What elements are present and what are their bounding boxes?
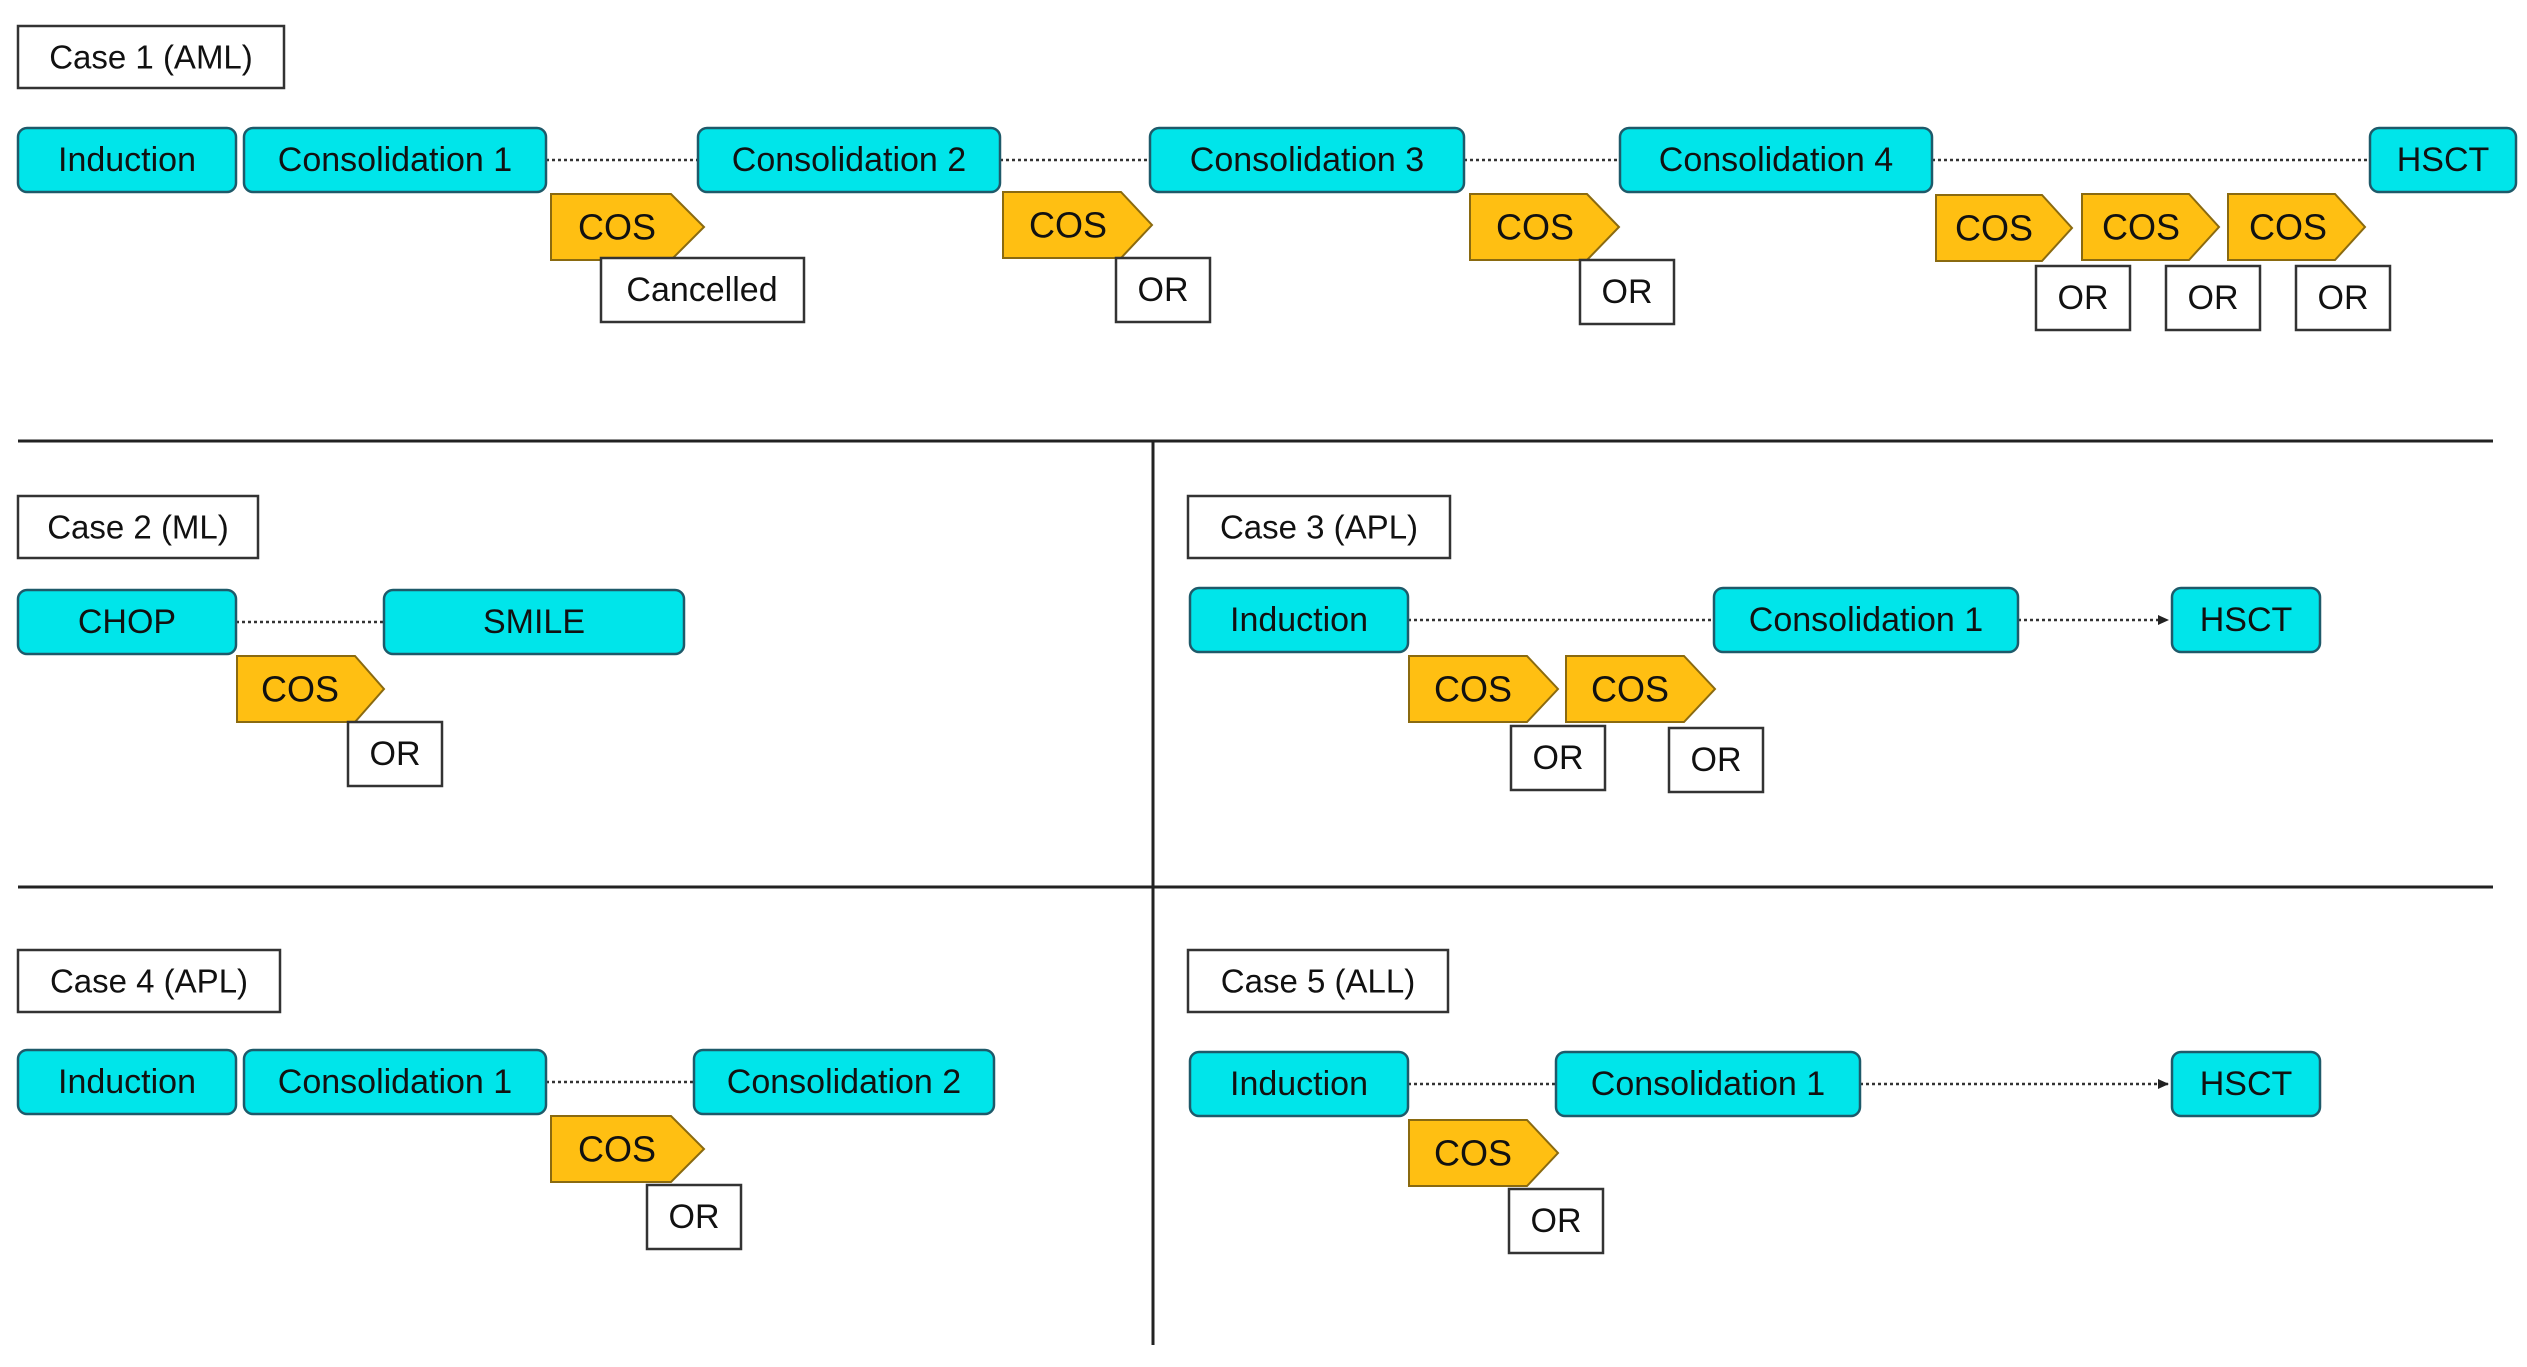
treatment-box-induction: Induction [16,126,238,194]
outcome-box: OR [2294,264,2392,332]
svg-text:COS: COS [1434,1133,1512,1174]
case-title-box [16,948,282,1014]
svg-text:OR: OR [2188,279,2239,317]
svg-text:COS: COS [1029,205,1107,246]
svg-text:HSCT: HSCT [2200,601,2293,639]
outcome-box: OR [1507,1187,1605,1255]
svg-text:Induction: Induction [58,1063,196,1101]
cos-marker: COS [1002,191,1154,259]
case-title-box [1186,948,1450,1014]
outcome-box: OR [346,720,444,788]
svg-text:Induction: Induction [1230,1065,1368,1103]
treatment-box-hsct: HSCT [2368,126,2518,194]
svg-text:HSCT: HSCT [2397,141,2490,179]
treatment-box-hsct: HSCT [2170,1050,2322,1118]
svg-text:COS: COS [1496,207,1574,248]
outcome-box: OR [1578,258,1676,326]
svg-text:COS: COS [2102,207,2180,248]
svg-text:OR: OR [1533,739,1584,777]
case-title: Case 1 (AML) [49,39,253,76]
case-title: Case 2 (ML) [47,509,229,546]
svg-text:OR: OR [370,735,421,773]
outcome-box: OR [645,1183,743,1251]
svg-text:COS: COS [578,1129,656,1170]
svg-text:Consolidation 1: Consolidation 1 [278,141,512,179]
svg-text:OR: OR [1602,273,1653,311]
svg-text:OR: OR [2318,279,2369,317]
svg-text:Consolidation 4: Consolidation 4 [1659,141,1893,179]
treatment-box-consolidation-1: Consolidation 1 [242,1048,548,1116]
svg-text:Consolidation 2: Consolidation 2 [732,141,966,179]
svg-text:OR: OR [1691,741,1742,779]
case-3-panel: Case 3 (APL) Induction Consolidation 1 H… [1186,494,2322,794]
case-title-box [16,494,260,560]
treatment-box-consolidation-1: Consolidation 1 [1712,586,2020,654]
treatment-box-induction: Induction [16,1048,238,1116]
treatment-box-consolidation-3: Consolidation 3 [1148,126,1466,194]
cos-marker: COS [550,193,706,261]
svg-text:OR: OR [669,1198,720,1236]
cos-marker: COS [1935,194,2074,262]
case-2-panel: Case 2 (ML) CHOP SMILE COS OR [16,494,686,788]
outcome-box: Cancelled [599,256,806,324]
outcome-box: OR [2164,264,2262,332]
case-title: Case 4 (APL) [50,963,248,1000]
case-title: Case 5 (ALL) [1221,963,1415,1000]
case-5-panel: Case 5 (ALL) Induction Consolidation 1 H… [1186,948,2322,1255]
treatment-box-consolidation-2: Consolidation 2 [692,1048,996,1116]
cos-marker: COS [236,655,386,723]
case-4-panel: Case 4 (APL) Induction Consolidation 1 C… [16,948,996,1251]
outcome-box: OR [1667,726,1765,794]
svg-text:COS: COS [1955,208,2033,249]
treatment-box-smile: SMILE [382,588,686,656]
svg-text:COS: COS [1434,669,1512,710]
treatment-box-hsct: HSCT [2170,586,2322,654]
outcome-box: OR [2034,264,2132,332]
svg-text:OR: OR [2058,279,2109,317]
svg-text:HSCT: HSCT [2200,1065,2293,1103]
svg-text:Consolidation 3: Consolidation 3 [1190,141,1424,179]
treatment-box-consolidation-1: Consolidation 1 [1554,1050,1862,1118]
svg-text:CHOP: CHOP [78,603,176,641]
cos-marker: COS [1408,655,1560,723]
cos-marker: COS [2227,193,2367,261]
cos-marker: COS [2081,193,2221,261]
case-title-box [1186,494,1452,560]
outcome-box: OR [1114,256,1212,324]
svg-text:Consolidation 1: Consolidation 1 [1591,1065,1825,1103]
cos-marker: COS [550,1115,706,1183]
svg-text:Consolidation 1: Consolidation 1 [278,1063,512,1101]
case-title: Case 3 (APL) [1220,509,1418,546]
svg-text:Consolidation 2: Consolidation 2 [727,1063,961,1101]
case-title-box [16,24,286,90]
cos-marker: COS [1469,193,1621,261]
svg-text:COS: COS [261,669,339,710]
treatment-box-consolidation-1: Consolidation 1 [242,126,548,194]
treatment-box-chop: CHOP [16,588,238,656]
svg-text:COS: COS [2249,207,2327,248]
svg-text:Consolidation 1: Consolidation 1 [1749,601,1983,639]
svg-text:SMILE: SMILE [483,603,585,641]
treatment-box-consolidation-4: Consolidation 4 [1618,126,1934,194]
svg-text:Induction: Induction [58,141,196,179]
outcome-box: OR [1509,724,1607,792]
treatment-box-consolidation-2: Consolidation 2 [696,126,1002,194]
cos-marker: COS [1565,655,1717,723]
svg-text:COS: COS [578,207,656,248]
case-1-panel: Case 1 (AML) Induction Consolidation 1 C… [16,24,2518,332]
svg-text:COS: COS [1591,669,1669,710]
svg-text:Induction: Induction [1230,601,1368,639]
svg-text:OR: OR [1138,271,1189,309]
treatment-box-induction: Induction [1188,1050,1410,1118]
treatment-box-induction: Induction [1188,586,1410,654]
svg-text:OR: OR [1531,1202,1582,1240]
cos-marker: COS [1408,1119,1560,1187]
svg-text:Cancelled: Cancelled [626,271,777,309]
